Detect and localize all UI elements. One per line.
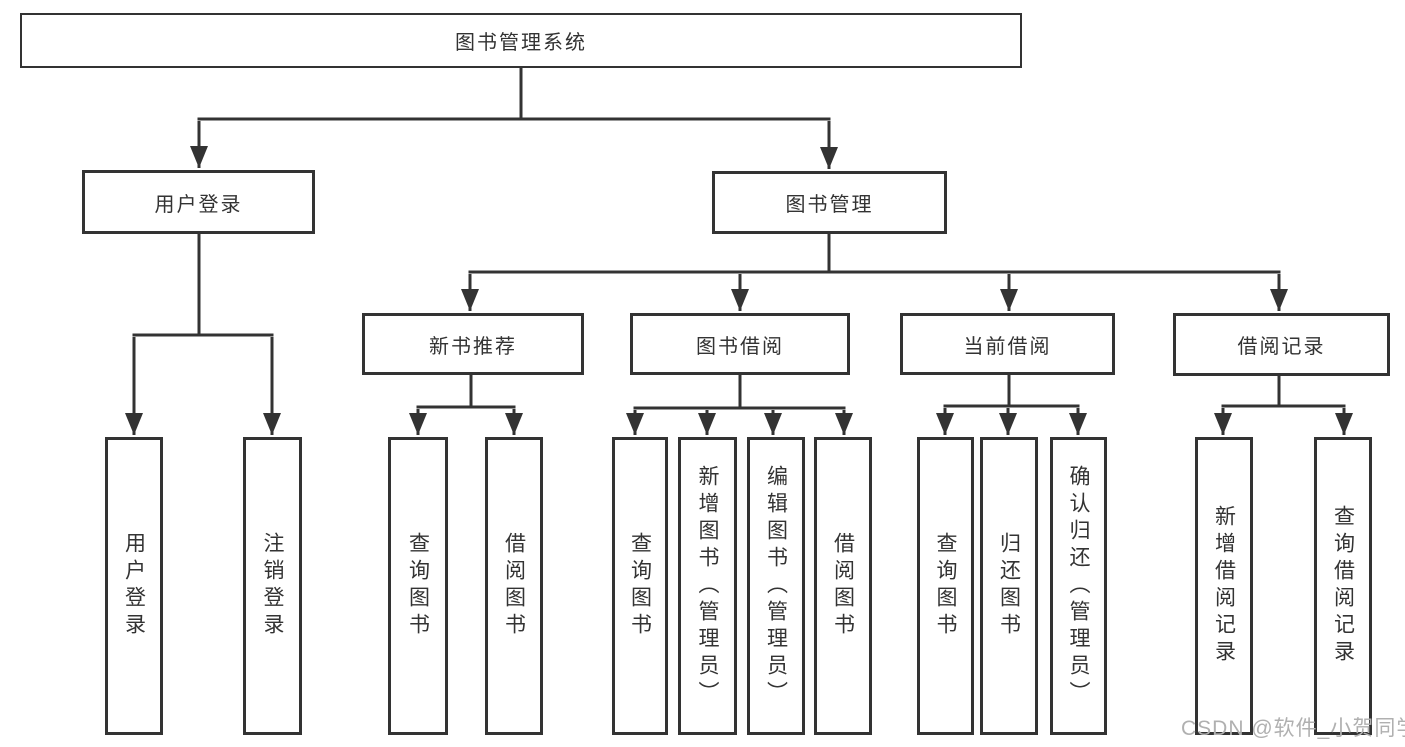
connector-root-to-level2 [190,64,838,169]
node-label: 图书管理 [785,194,874,216]
leaf-return-book: 归还图书 [980,437,1038,735]
node-book-borrowing: 图书借阅 [630,313,850,375]
node-label: 用户登录 [122,532,146,640]
leaf-logout: 注销登录 [243,437,302,735]
connector-book-borrowing-branch [626,373,853,435]
node-label: 查询图书 [406,532,430,640]
leaf-user-login: 用户登录 [105,437,163,735]
node-label: 新增借阅记录 [1212,505,1236,667]
node-new-book-recommendation: 新书推荐 [362,313,584,375]
node-label: 新增图书（管理员） [696,464,720,708]
node-label: 图书借阅 [696,335,784,358]
leaf-confirm-return-admin: 确认归还（管理员） [1050,437,1107,735]
leaf-add-book-admin: 新增图书（管理员） [678,437,737,735]
connector-new-book-branch [409,373,523,435]
node-library-management-system: 图书管理系统 [20,13,1022,68]
node-borrowing-records: 借阅记录 [1173,313,1390,376]
node-label: 借阅记录 [1237,336,1326,358]
connector-current-borrowing-branch [936,373,1087,435]
node-current-borrowing: 当前借阅 [900,313,1115,375]
node-label: 归还图书 [997,532,1021,640]
leaf-query-books-1: 查询图书 [388,437,448,735]
node-label: 查询图书 [628,532,652,640]
leaf-add-borrow-record: 新增借阅记录 [1195,437,1253,735]
node-label: 用户登录 [154,193,243,216]
leaf-edit-book-admin: 编辑图书（管理员） [747,437,805,735]
leaf-borrow-books-2: 借阅图书 [814,437,872,735]
leaf-query-borrow-record: 查询借阅记录 [1314,437,1372,735]
node-label: 确认归还（管理员） [1067,464,1091,708]
node-label: 当前借阅 [963,335,1052,358]
connector-borrowing-records-branch [1214,374,1353,435]
leaf-borrow-books-1: 借阅图书 [485,437,543,735]
node-label: 查询借阅记录 [1331,505,1355,667]
connector-user-login-branch [125,232,281,435]
node-label: 图书管理系统 [455,32,587,54]
node-label: 编辑图书（管理员） [764,464,788,708]
node-book-management: 图书管理 [712,171,947,234]
node-label: 查询图书 [934,532,958,640]
node-label: 注销登录 [261,532,285,640]
csdn-watermark: CSDN @软件_小贺同学 [1181,717,1405,740]
leaf-query-books-2: 查询图书 [612,437,668,735]
leaf-query-books-3: 查询图书 [917,437,974,735]
node-label: 借阅图书 [502,532,526,640]
node-label: 新书推荐 [429,335,517,358]
connector-book-management-branch [461,232,1288,311]
node-user-login: 用户登录 [82,170,315,234]
node-label: 借阅图书 [831,532,855,640]
